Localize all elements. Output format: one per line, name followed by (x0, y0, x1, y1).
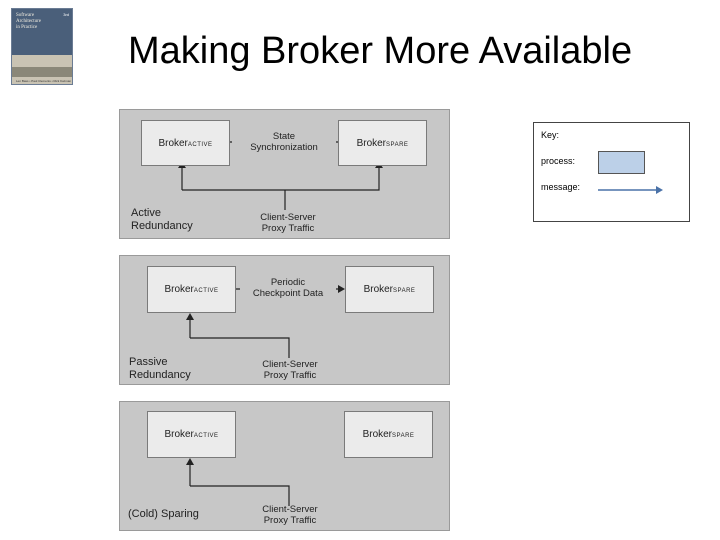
traffic-line2: Proxy Traffic (261, 223, 315, 234)
broker-active-label: Broker (164, 429, 194, 440)
client-server-traffic-label: Client-Server Proxy Traffic (250, 359, 330, 381)
client-server-traffic-label: Client-Server Proxy Traffic (248, 212, 328, 234)
traffic-line1: Client-Server (260, 212, 316, 223)
state-sync-line1: State (272, 131, 296, 142)
broker-spare-label: Broker (356, 137, 387, 149)
checkpoint-line2: Checkpoint Data (252, 288, 324, 299)
key-message-arrow (598, 186, 663, 194)
client-server-traffic-label: Client-Server Proxy Traffic (250, 504, 330, 526)
broker-spare-label: Broker (362, 429, 393, 440)
broker-active-label: Broker (164, 284, 194, 295)
book-cover-stripe (12, 67, 72, 77)
key-process-label: process: (541, 156, 576, 166)
caption-passive-redundancy: Passive Redundancy (129, 356, 191, 382)
broker-spare-subscript: SPARE (392, 433, 415, 439)
book-edition: 3rd (63, 12, 69, 17)
broker-active-subscript: ACTIVE (193, 433, 219, 439)
book-cover-image: Software Architecture in Practice 3rd Le… (11, 8, 73, 85)
book-title: Software Architecture in Practice (16, 13, 41, 30)
broker-spare-label: Broker (363, 284, 394, 295)
broker-active-subscript: ACTIVE (193, 288, 219, 294)
broker-active-label: Broker (158, 137, 188, 149)
key-message-label: message: (541, 182, 581, 192)
checkpoint-line1: Periodic (270, 277, 306, 288)
checkpoint-data-label: Periodic Checkpoint Data (240, 277, 336, 299)
legend-key: Key: process: message: (533, 122, 690, 222)
traffic-line1: Client-Server (262, 504, 318, 515)
broker-active-subscript: ACTIVE (187, 141, 213, 148)
caption-line1: Active (131, 207, 161, 219)
traffic-line1: Client-Server (262, 359, 318, 370)
caption-line2: Redundancy (129, 369, 191, 381)
caption-line1: (Cold) Sparing (128, 508, 199, 520)
broker-spare-subscript: SPARE (386, 141, 409, 148)
caption-line1: Passive (129, 356, 168, 368)
broker-spare-subscript: SPARE (393, 288, 416, 294)
state-sync-label: State Synchronization (232, 131, 336, 153)
caption-active-redundancy: Active Redundancy (131, 207, 193, 233)
state-sync-line2: Synchronization (250, 142, 318, 153)
caption-cold-sparing: (Cold) Sparing (128, 508, 199, 521)
book-authors: Len Bass • Paul Clements • Rick Kazman (16, 79, 72, 83)
panel-3-connectors (186, 458, 290, 506)
slide-title: Making Broker More Available (128, 30, 633, 72)
traffic-line2: Proxy Traffic (263, 370, 317, 381)
key-process-swatch (598, 151, 645, 174)
traffic-line2: Proxy Traffic (263, 515, 317, 526)
caption-line2: Redundancy (131, 220, 193, 232)
key-heading: Key: (541, 130, 560, 140)
